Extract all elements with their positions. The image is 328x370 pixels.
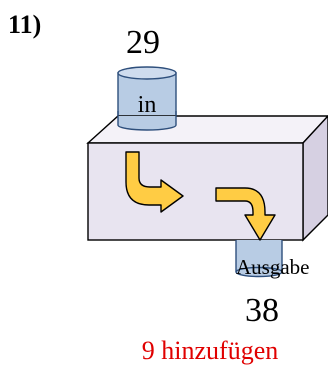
output-label: Ausgabe xyxy=(236,255,309,279)
input-value: 29 xyxy=(126,24,160,61)
rule-text: 9 hinzufügen xyxy=(141,336,279,365)
input-label: in xyxy=(138,92,157,118)
input-cylinder-front: in xyxy=(117,92,177,131)
output-value: 38 xyxy=(245,292,279,329)
curved-arrow-icon xyxy=(215,187,276,241)
output-cylinder-icon: Ausgabe xyxy=(235,240,309,279)
machine-box-front xyxy=(87,142,304,241)
problem-number: 11) xyxy=(8,10,42,39)
curved-arrow-icon xyxy=(125,151,184,213)
